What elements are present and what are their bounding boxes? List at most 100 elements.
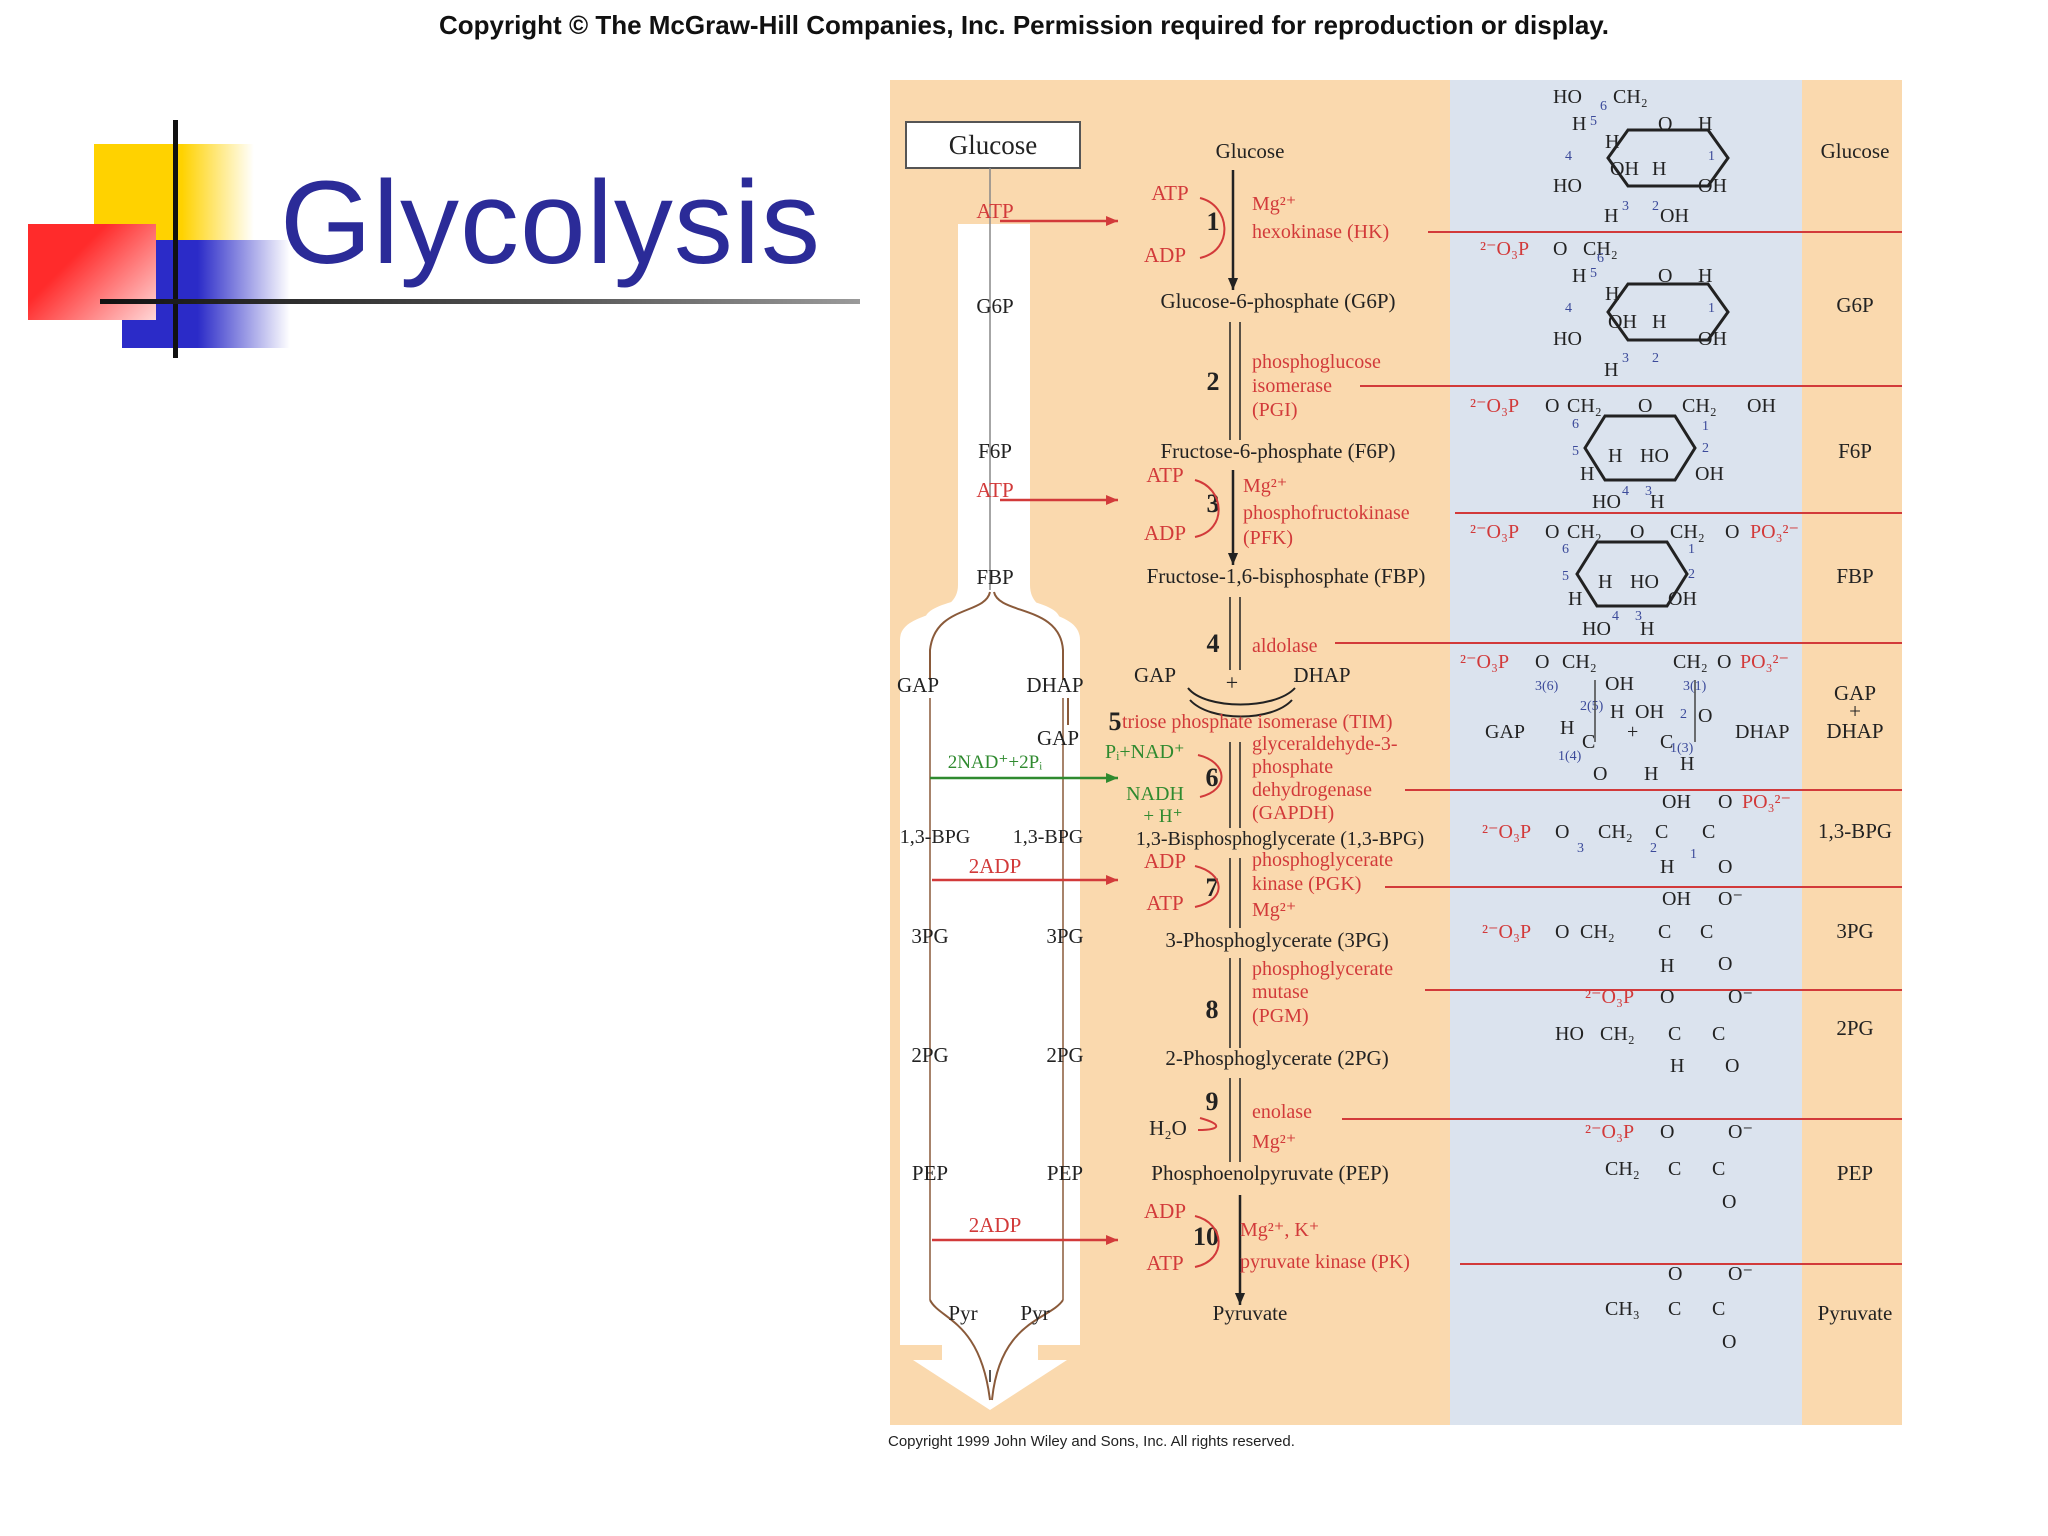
enzyme-label: phosphoglycerate bbox=[1252, 958, 1393, 980]
step1-atp: ATP bbox=[1151, 181, 1188, 205]
step10-cofactor-curve bbox=[1194, 1215, 1220, 1268]
structure-label: CH₂ bbox=[1562, 651, 1597, 673]
structure-label: H bbox=[1605, 131, 1619, 153]
left-g6p-label: G6P bbox=[976, 294, 1013, 318]
structure-number: 2(5) bbox=[1580, 699, 1604, 714]
structure-label: OH bbox=[1668, 588, 1697, 610]
step1-cofactor-curve bbox=[1199, 197, 1226, 259]
decor-vertical-line bbox=[173, 120, 178, 358]
structure-number: 5 bbox=[1590, 266, 1597, 281]
structure-label: O bbox=[1658, 265, 1672, 287]
structure-label: CH₂ bbox=[1670, 521, 1705, 543]
structure-label: ²⁻O₃P bbox=[1482, 921, 1531, 943]
structure-label: OH bbox=[1698, 328, 1727, 350]
structure-number: 2 bbox=[1652, 351, 1659, 366]
metabolite-pep: Phosphoenolpyruvate (PEP) bbox=[1151, 1161, 1388, 1185]
right-label: 3PG bbox=[1836, 919, 1873, 943]
right-label: 2PG bbox=[1836, 1016, 1873, 1040]
structure-number: 6 bbox=[1562, 542, 1569, 557]
structure-label: O bbox=[1630, 521, 1644, 543]
structure-label: HO bbox=[1553, 175, 1582, 197]
structure-number: 1 bbox=[1688, 542, 1695, 557]
metabolite-fbp: Fructose-1,6-bisphosphate (FBP) bbox=[1147, 564, 1426, 588]
structure-label: H bbox=[1644, 763, 1658, 785]
right-label: + bbox=[1849, 699, 1861, 723]
structure-label: O⁻ bbox=[1718, 888, 1743, 910]
structure-label: O bbox=[1658, 113, 1672, 135]
structure-label: PO₃²⁻ bbox=[1740, 651, 1789, 673]
step-number: 2 bbox=[1207, 367, 1220, 396]
structure-label: CH₂ bbox=[1613, 86, 1648, 108]
structure-number: 2 bbox=[1688, 567, 1695, 582]
structure-label: C bbox=[1660, 731, 1673, 753]
structure-label: PO₃²⁻ bbox=[1742, 791, 1791, 813]
pyr-merge-line bbox=[929, 1299, 991, 1401]
structure-panel bbox=[1450, 80, 1802, 1425]
structure-label: CH₂ bbox=[1673, 651, 1708, 673]
structure-number: 2 bbox=[1652, 199, 1659, 214]
structure-label: CH₂ bbox=[1600, 1023, 1635, 1045]
step9-cofactor-curve bbox=[1197, 1117, 1218, 1131]
structure-label: O bbox=[1722, 1191, 1736, 1213]
structure-number: 5 bbox=[1572, 444, 1579, 459]
right-label: FBP bbox=[1836, 564, 1873, 588]
structure-number: 6 bbox=[1572, 417, 1579, 432]
enzyme-label: (PGI) bbox=[1252, 399, 1298, 421]
enzyme-label: (PFK) bbox=[1243, 527, 1293, 549]
structure-number: 1(3) bbox=[1670, 741, 1694, 756]
structure-number: 4 bbox=[1612, 609, 1619, 624]
structure-label: ²⁻O₃P bbox=[1470, 521, 1519, 543]
enzyme-label: Mg²⁺ bbox=[1243, 475, 1287, 497]
structure-label: O⁻ bbox=[1728, 986, 1753, 1008]
structure-label: C bbox=[1658, 921, 1671, 943]
structure-label: C bbox=[1668, 1158, 1681, 1180]
structure-label: OH bbox=[1610, 158, 1639, 180]
enzyme-label: aldolase bbox=[1252, 635, 1318, 657]
right-label: 1,3-BPG bbox=[1818, 819, 1892, 843]
metabolite-2pg: 2-Phosphoglycerate (2PG) bbox=[1165, 1046, 1388, 1070]
enzyme-label: mutase bbox=[1252, 981, 1309, 1003]
structure-label: O bbox=[1555, 921, 1569, 943]
structure-label: HO bbox=[1555, 1023, 1584, 1045]
structure-label: O bbox=[1660, 986, 1674, 1008]
structure-label: ²⁻O₃P bbox=[1480, 238, 1529, 260]
structure-label: PO₃²⁻ bbox=[1750, 521, 1799, 543]
structure-number: 6 bbox=[1597, 251, 1604, 266]
structure-label: O bbox=[1553, 238, 1567, 260]
step1-mg: Mg²⁺ bbox=[1252, 193, 1296, 215]
left-pep-label: PEP bbox=[1047, 1161, 1083, 1185]
gap-dhap-bond bbox=[1594, 680, 1696, 742]
structure-label: HO bbox=[1592, 491, 1621, 513]
structure-label: OH bbox=[1635, 701, 1664, 723]
arrow-head bbox=[1106, 215, 1118, 227]
arrow-head bbox=[1234, 1293, 1246, 1305]
structure-label: C bbox=[1712, 1023, 1725, 1045]
enzyme-label: enolase bbox=[1252, 1101, 1312, 1123]
structure-label: H bbox=[1604, 359, 1618, 381]
metabolite-f6p: Fructose-6-phosphate (F6P) bbox=[1160, 439, 1395, 463]
left-pyr-label: Pyr bbox=[948, 1301, 977, 1325]
left-bpg-label: 1,3-BPG bbox=[1013, 826, 1084, 848]
arrow-head bbox=[1106, 494, 1118, 506]
figure-copyright: Copyright 1999 John Wiley and Sons, Inc.… bbox=[888, 1433, 1295, 1450]
structure-label: H bbox=[1610, 701, 1624, 723]
g6p-ring bbox=[1606, 282, 1730, 342]
step-number: 5 bbox=[1109, 707, 1122, 736]
structure-label: H bbox=[1640, 618, 1654, 640]
left-f6p-label: F6P bbox=[978, 439, 1012, 463]
structure-number: 3 bbox=[1622, 351, 1629, 366]
structure-label: O bbox=[1660, 1121, 1674, 1143]
step10-adp: ADP bbox=[1144, 1199, 1186, 1223]
structure-number: 1 bbox=[1702, 419, 1709, 434]
step-number: 10 bbox=[1193, 1222, 1219, 1251]
structure-label: O bbox=[1545, 521, 1559, 543]
structure-number: 4 bbox=[1565, 149, 1572, 164]
decor-red-square bbox=[28, 224, 156, 320]
left-dhap-label: DHAP bbox=[1026, 673, 1083, 697]
title-underline bbox=[100, 299, 860, 304]
structure-label: OH bbox=[1695, 463, 1724, 485]
step-number: 6 bbox=[1206, 763, 1219, 792]
structure-label: H bbox=[1605, 283, 1619, 305]
